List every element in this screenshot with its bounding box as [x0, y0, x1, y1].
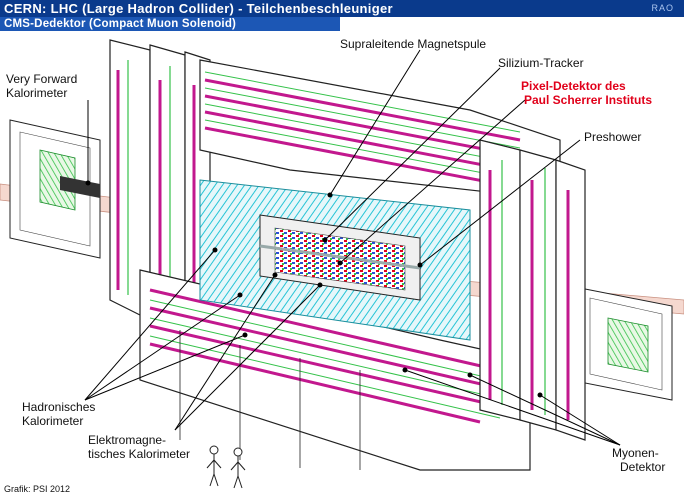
label-very-forward-line2: Kalorimeter	[6, 86, 68, 100]
logo-text: RAO	[651, 3, 674, 13]
inner-tracker	[259, 214, 421, 301]
label-hadron-line2: Kalorimeter	[22, 414, 84, 428]
label-very-forward-line1: Very Forward	[6, 72, 78, 86]
endcap-right	[479, 139, 586, 441]
label-magnet: Supraleitende Magnetspule	[340, 37, 487, 51]
very-forward-calorimeter-left	[9, 119, 101, 259]
label-hadron-line1: Hadronisches	[22, 400, 96, 414]
label-ecal-line1: Elektromagne-	[88, 433, 167, 447]
label-muon-line2: Detektor	[620, 460, 666, 474]
title-bar	[0, 0, 684, 17]
endcap-left	[109, 39, 211, 336]
label-pixel-line1: Pixel-Detektor des	[521, 79, 626, 93]
label-preshower: Preshower	[584, 130, 642, 144]
leader-dots	[85, 180, 543, 398]
very-forward-calorimeter-right	[579, 287, 673, 401]
label-muon-line1: Myonen-	[612, 446, 659, 460]
leader-lines	[84, 49, 621, 446]
label-tracker: Silizium-Tracker	[498, 56, 584, 70]
barrel-lower	[139, 269, 531, 471]
credit-text: Grafik: PSI 2012	[4, 484, 71, 494]
subtitle-bar	[0, 17, 340, 31]
label-ecal-line2: tisches Kalorimeter	[88, 447, 191, 461]
human-scale-figures	[206, 445, 246, 489]
page-title: CERN: LHC (Large Hadron Collider) - Teil…	[4, 1, 393, 16]
page-subtitle: CMS-Dedektor (Compact Muon Solenoid)	[4, 18, 237, 30]
label-pixel-line2: Paul Scherrer Instituts	[524, 93, 653, 107]
